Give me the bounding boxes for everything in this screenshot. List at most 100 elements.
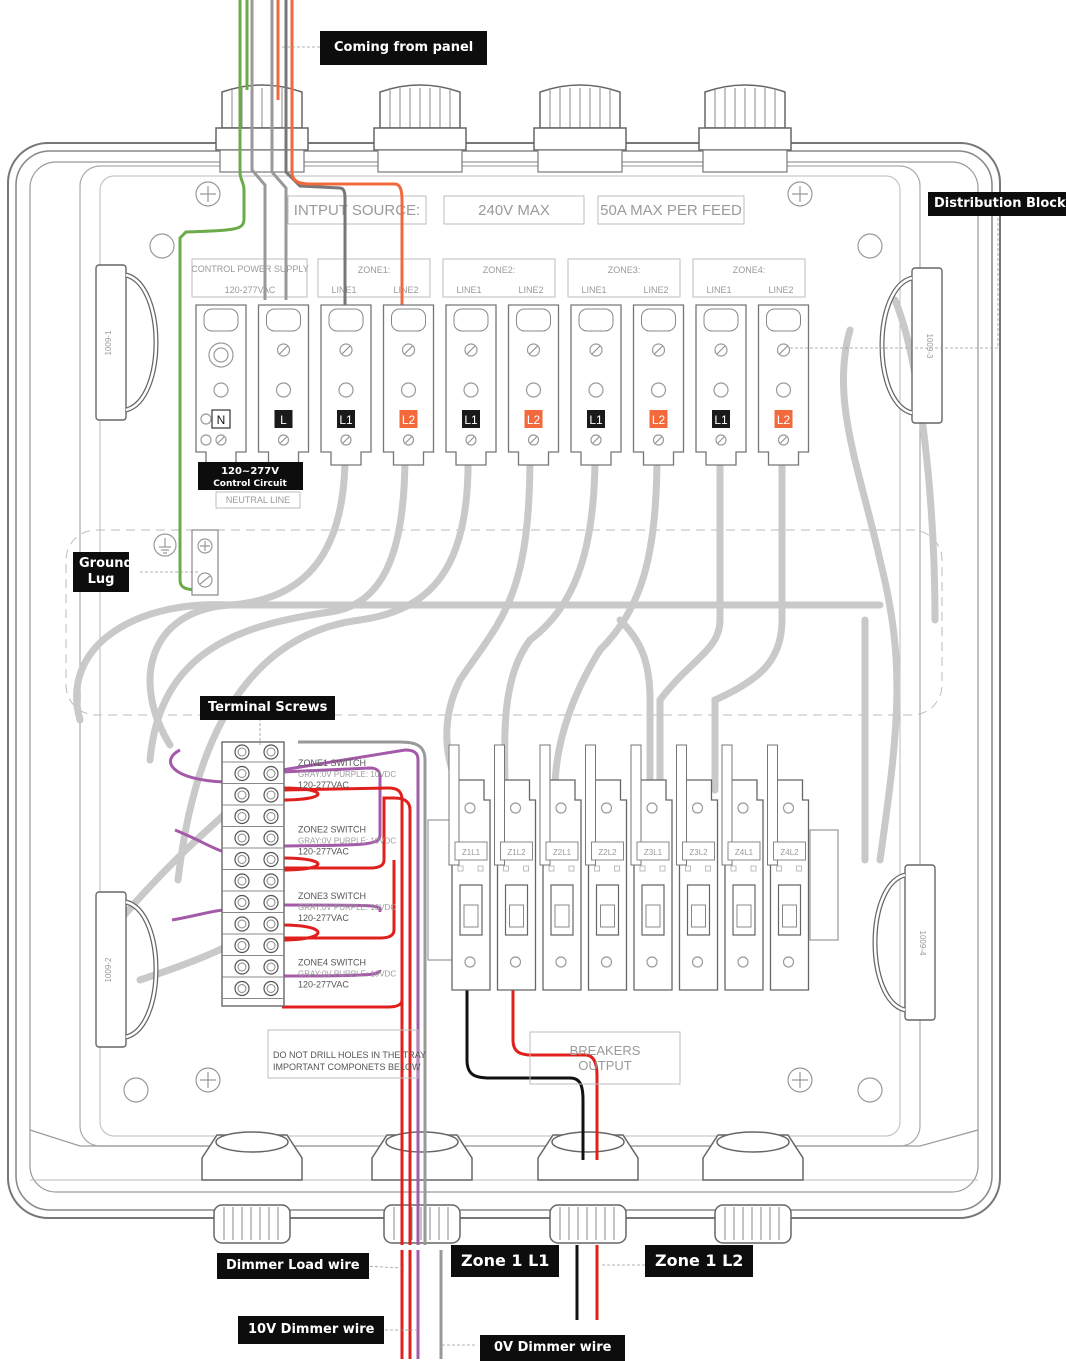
mounting-bracket: 1009-2 [95,891,159,1048]
bracket-label: 1009-2 [104,957,113,982]
terminal-screw-icon [263,830,279,846]
terminal-screw-icon [234,980,250,997]
terminal-screw-icon [234,744,250,760]
terminal-screw-icon [263,894,279,911]
breaker: Z2L2 [585,744,628,991]
block-tag-label: L1 [464,413,478,427]
terminal-screw-icon [263,873,279,889]
terminal-screw-icon [234,959,250,975]
block-tag-label: L2 [527,413,541,427]
wire-bundle [73,0,939,1359]
neutral-line-label: NEUTRAL LINE [226,495,290,505]
side-mounting-brackets: 1009-1 1009-2 1009-3 1009-4 [95,264,943,1048]
zone-header-box [317,258,431,298]
zone-header-box [442,258,556,298]
zone-line2-label: LINE2 [768,285,793,295]
callout-10v-dimmer-wire: 10V Dimmer wire [238,1316,385,1344]
block-tag-badge [587,410,605,428]
cable-gland-icon [537,1131,639,1244]
max-voltage-label: 240V MAX [478,202,550,219]
breaker: Z2L1 [539,744,582,991]
cable-gland-icon [373,84,467,173]
bottom-cable-glands [201,1131,804,1244]
terminal-screw-icon [263,787,279,803]
terminal-screw-icon [263,937,279,954]
breaker: Z3L1 [630,744,673,991]
switch-ac-label: 120-277VAC [298,847,349,857]
terminal-screw-icon [234,830,250,846]
zone-header-box [692,258,806,298]
switch-ac-label: 120-277VAC [298,913,349,923]
switch-title-label: ZONE2 SWITCH [298,825,366,835]
block-tag-badge [274,410,293,428]
zone-name-label: ZONE1: [358,265,391,275]
block-tag-label: L2 [777,413,791,427]
zone-name-label: ZONE3: [608,265,641,275]
zone-line1-label: LINE1 [706,285,731,295]
distribution-block: L1 [570,304,622,466]
block-tag-label: L [280,413,287,427]
breaker-label: Z3L1 [644,848,663,857]
zone-header-box [567,258,681,298]
block-tag-label: L1 [714,413,728,427]
distribution-block: L1 [695,304,747,466]
terminal-screw-icon [234,808,250,825]
breaker-label: Z2L2 [598,848,617,857]
distribution-block: L2 [507,304,560,466]
switch-title-label: ZONE4 SWITCH [298,958,366,968]
distribution-block: L2 [757,304,810,466]
breaker-label: Z1L1 [462,848,481,857]
mounting-bracket: 1009-4 [872,864,936,1021]
callout-dimmer-load-wire: Dimmer Load wire [217,1253,369,1279]
zone-line1-label: LINE1 [456,285,481,295]
terminal-screw-icon [263,808,279,825]
zone-name-label: ZONE4: [733,265,766,275]
screw-icon [276,343,291,357]
zone-line2-label: LINE2 [518,285,543,295]
switch-ac-label: 120-277VAC [298,780,349,790]
control-power-label: CONTROL POWER SUPPLY [191,264,309,274]
control-circuit-label: 120~277V Control Circuit NEUTRAL LINE [198,462,303,509]
distribution-block: L1 [445,304,497,466]
svg-text:Control Circuit: Control Circuit [213,479,287,489]
switch-dim-label: GRAY:0V PURPLE: 10VDC [298,903,396,912]
terminal-screw-icon [263,744,279,760]
callout-0v-dimmer-wire: 0V Dimmer wire [480,1335,626,1361]
terminal-screw-icon [234,916,250,932]
distribution-block: L2 [632,304,685,466]
enclosure [7,142,1001,1219]
zone-line2-label: LINE2 [643,285,668,295]
breaker-label: Z4L1 [735,848,754,857]
block-tag-label: L2 [402,413,416,427]
cable-gland-icon [215,84,309,173]
switch-ac-label: 120-277VAC [298,980,349,990]
ground-lug [153,529,219,596]
block-tag-badge [774,410,793,428]
mounting-bracket: 1009-3 [879,267,943,424]
screw-icon [714,343,728,357]
breaker-label: Z4L2 [780,848,799,857]
callout-distribution-blocks: Distribution Blocks [928,192,1066,216]
zone-headers: CONTROL POWER SUPPLY 120-277VAC ZONE1:LI… [191,258,806,298]
switch-dim-label: GRAY:0V PURPLE: 10VDC [298,837,396,846]
max-current-label: 50A MAX PER FEED [600,202,742,219]
block-tag-badge [712,410,730,428]
bracket-label: 1009-1 [104,330,113,355]
svg-text:OUTPUT: OUTPUT [578,1058,632,1073]
callout-coming-from-panel: Coming from panel [320,31,488,65]
screw-icon [464,343,478,357]
terminal-screw-icon [234,765,250,782]
input-source-label: INTPUT SOURCE: [294,202,420,219]
zone-name-label: ZONE2: [483,265,516,275]
callout-ground-lug: Ground Lug [73,552,133,592]
svg-text:120~277V: 120~277V [221,466,279,477]
block-tag-badge [462,410,480,428]
block-tag-label: L1 [339,413,353,427]
breaker-label: Z1L2 [507,848,526,857]
svg-text:DO NOT DRILL HOLES IN THE TRAY: DO NOT DRILL HOLES IN THE TRAY [273,1050,426,1060]
distribution-block: L [257,304,310,466]
distribution-block: L1 [320,304,372,466]
